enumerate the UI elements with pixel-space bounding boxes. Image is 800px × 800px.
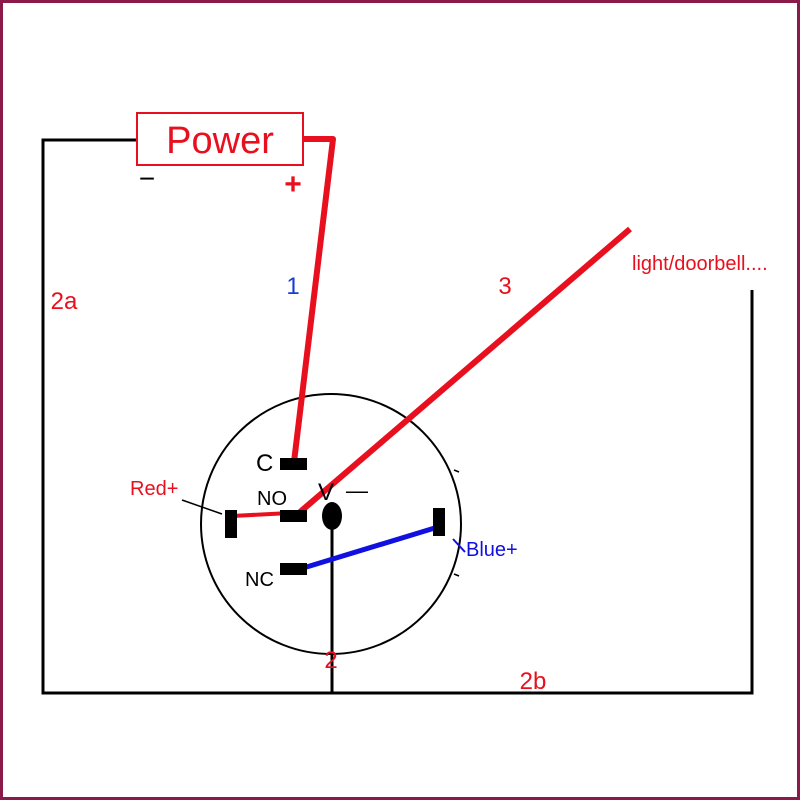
- switch-tick-top: [453, 469, 460, 473]
- terminal-no-pad: [280, 510, 307, 522]
- wire-1: [291, 136, 336, 463]
- power-box: [136, 112, 304, 166]
- terminal-v-label: V: [318, 479, 334, 506]
- terminal-red-pad: [225, 510, 237, 538]
- power-label: Power: [166, 120, 274, 162]
- wire-3-label: 3: [498, 273, 511, 300]
- wire-2-label: 2: [324, 647, 337, 674]
- terminal-nc-label: NC: [245, 569, 274, 591]
- wire-2a: [41, 138, 332, 695]
- power-plus-label: +: [284, 168, 302, 201]
- switch-tick-bottom: [453, 573, 460, 577]
- blue-plus-leader: [452, 538, 466, 553]
- wire-3: [298, 226, 632, 515]
- switch-body: [200, 393, 462, 655]
- terminal-no-label: NO: [257, 488, 287, 510]
- terminal-c-label: C: [256, 450, 273, 477]
- terminal-v-minus-label: —: [346, 478, 368, 503]
- terminal-blue-pad: [433, 508, 445, 536]
- wire-1-label: 1: [286, 273, 299, 300]
- red-plus-label: Red+: [130, 478, 178, 500]
- blue-plus-label: Blue+: [466, 539, 518, 561]
- wire-blue-plus: [299, 524, 439, 572]
- wire-2b-label: 2b: [520, 668, 547, 695]
- terminal-c-pad: [280, 458, 307, 470]
- terminal-v-pad: [322, 502, 342, 530]
- terminal-nc-pad: [280, 563, 307, 575]
- wire-2b: [332, 290, 754, 695]
- wire-2a-label: 2a: [51, 288, 78, 315]
- load-label: light/doorbell....: [632, 253, 768, 275]
- power-minus-label: −: [139, 163, 155, 194]
- red-plus-leader: [181, 499, 223, 515]
